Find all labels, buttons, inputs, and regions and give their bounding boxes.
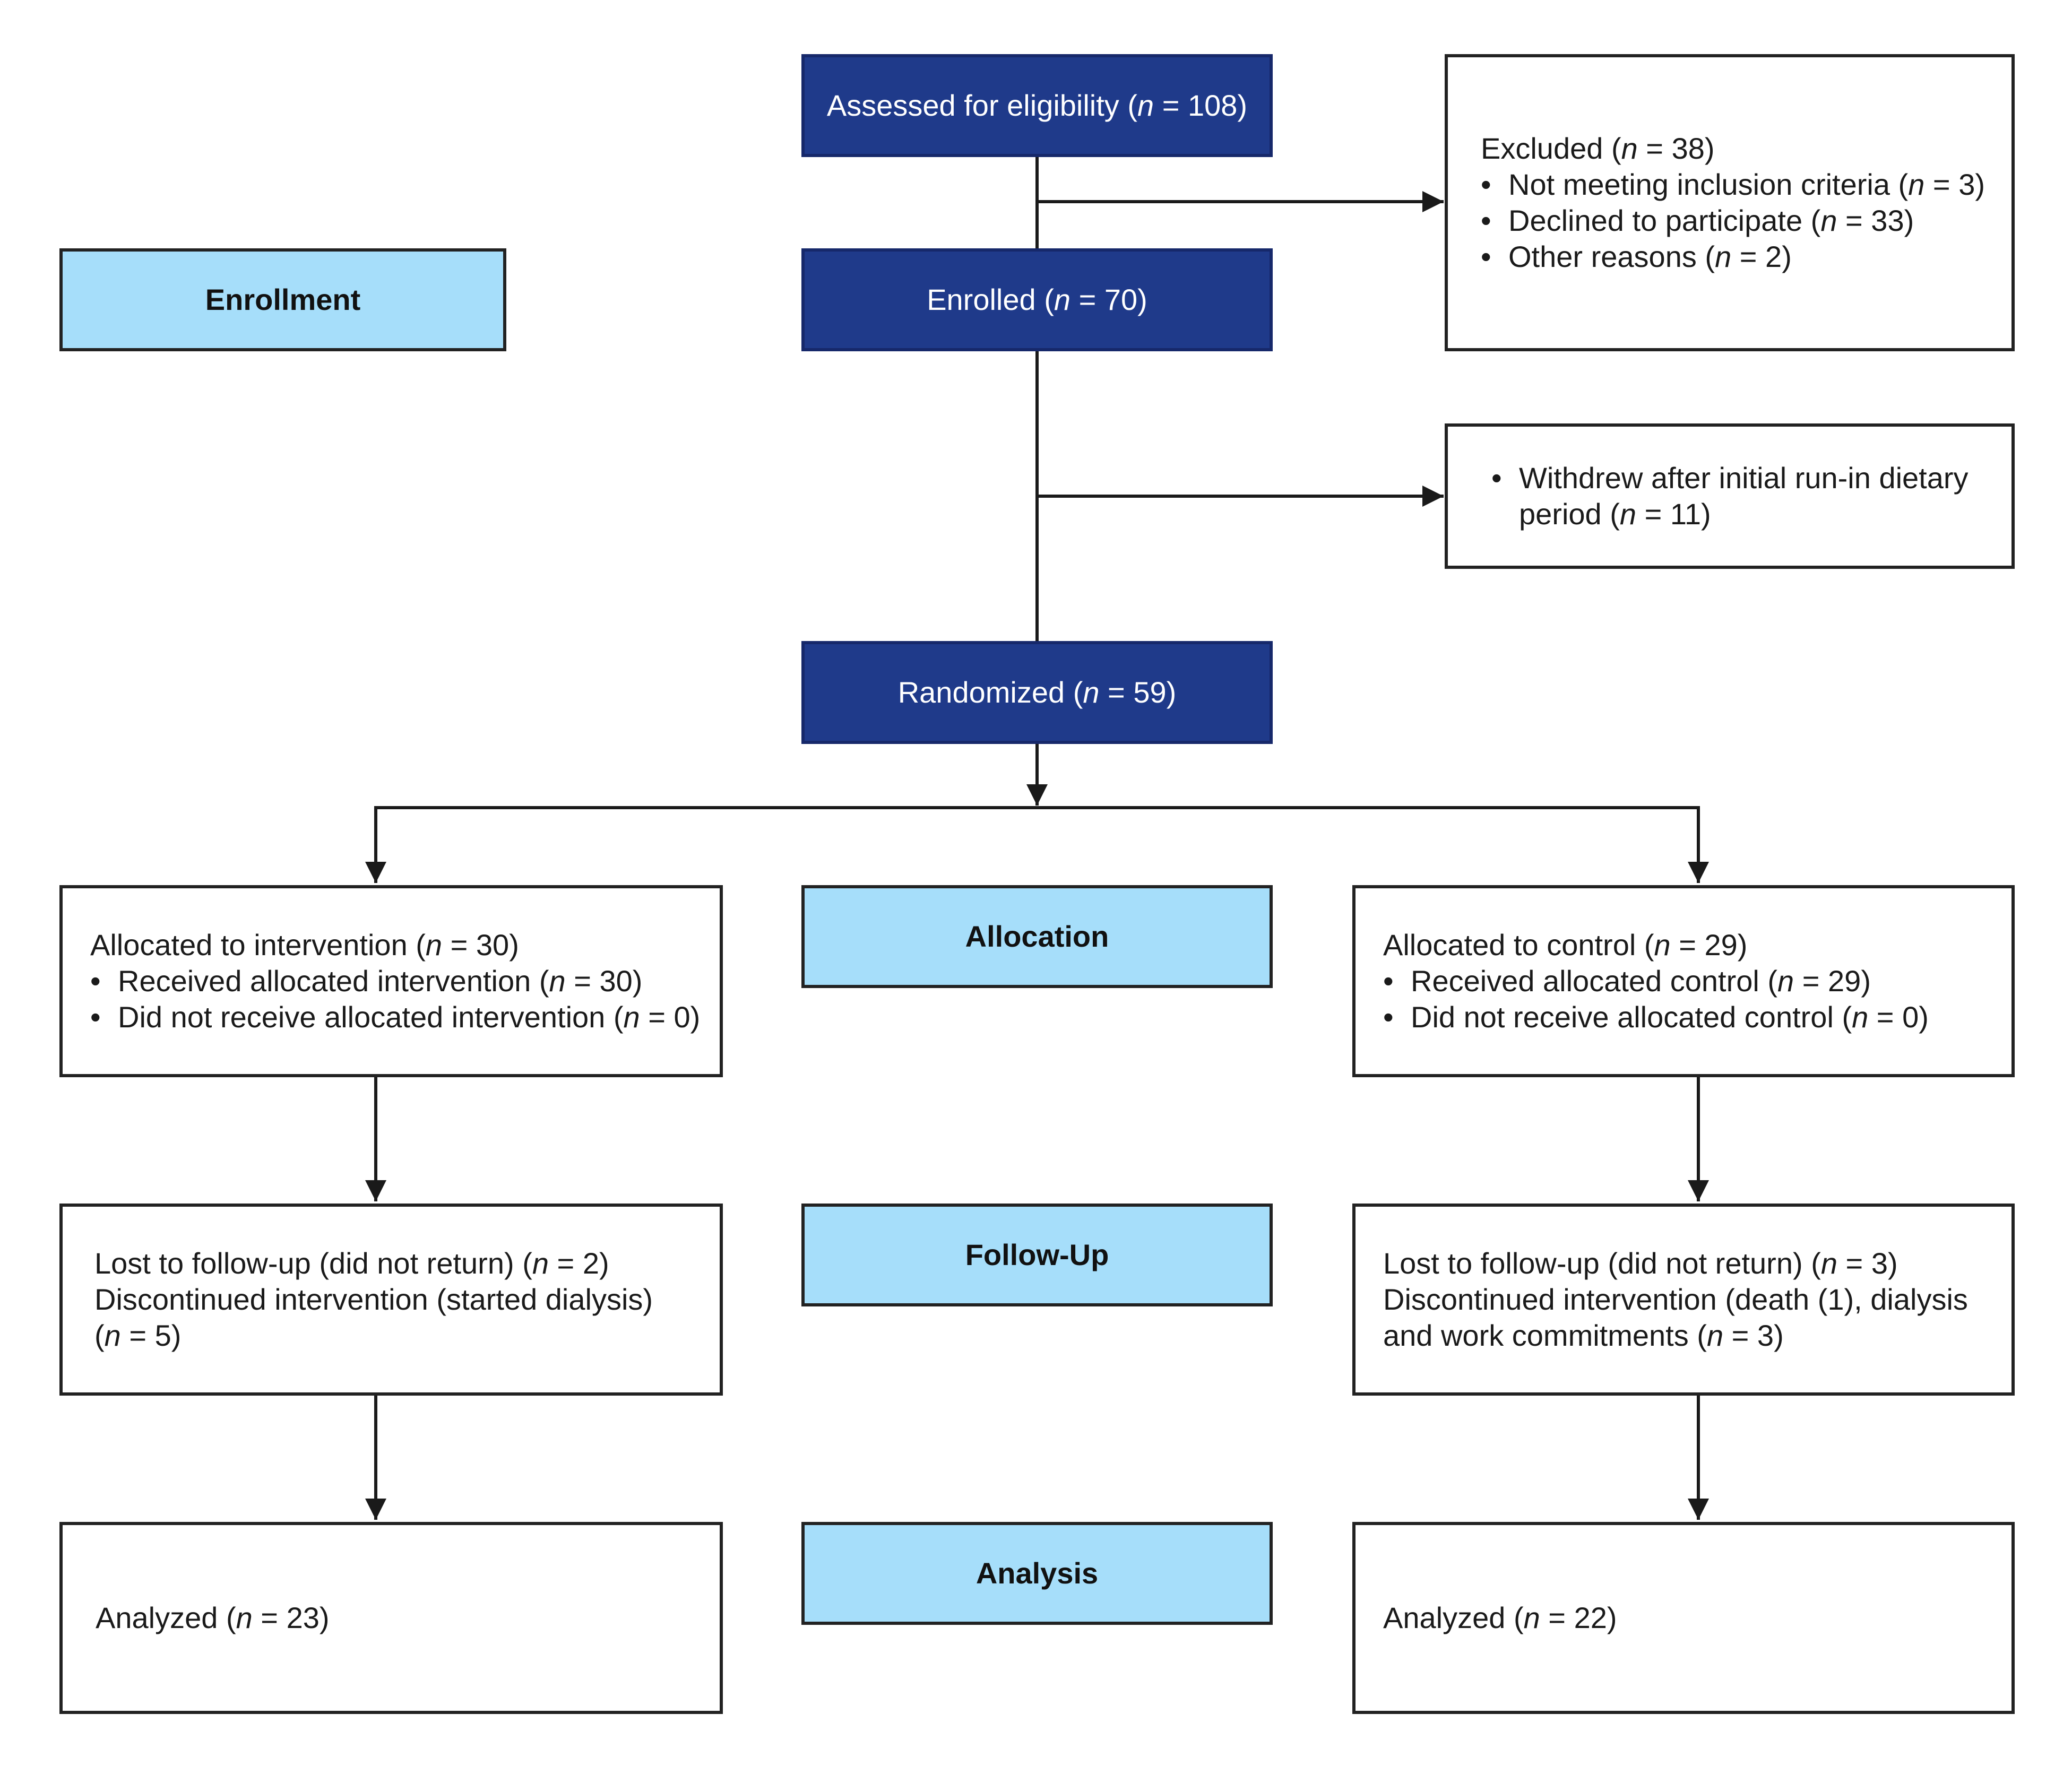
control-allocated-item-label: Received allocated control (n = 29)	[1411, 964, 1871, 998]
excluded-item: • Other reasons (n = 2)	[1481, 239, 1990, 275]
withdrew-line-2: period (n = 11)	[1519, 497, 1711, 531]
control-allocated-heading: Allocated to control (n = 29)	[1383, 928, 1748, 962]
intervention-followup-line: (n = 5)	[94, 1319, 182, 1352]
excluded-box: Excluded (n = 38) • Not meeting inclusio…	[1445, 54, 2015, 351]
excluded-item-label: Not meeting inclusion criteria (n = 3)	[1508, 168, 1985, 201]
control-analyzed-label: Analyzed (n = 22)	[1383, 1601, 1617, 1634]
stage-follow-up: Follow-Up	[801, 1204, 1273, 1306]
stage-allocation: Allocation	[801, 885, 1273, 988]
enrolled-box: Enrolled (n = 70)	[801, 248, 1273, 351]
control-allocated-item: • Did not receive allocated control (n =…	[1383, 999, 1990, 1035]
control-allocated-item: • Received allocated control (n = 29)	[1383, 963, 1990, 999]
excluded-heading: Excluded (n = 38)	[1481, 132, 1715, 165]
bullet-dot: •	[1491, 461, 1502, 495]
bullet-dot: •	[1481, 240, 1491, 273]
excluded-item-label: Declined to participate (n = 33)	[1508, 204, 1914, 237]
intervention-allocated-item: • Did not receive allocated intervention…	[90, 999, 701, 1035]
randomized-label: Randomized (n = 59)	[897, 676, 1177, 709]
bullet-dot: •	[90, 964, 101, 998]
excluded-item-label: Other reasons (n = 2)	[1508, 240, 1792, 273]
bullet-dot: •	[1383, 1000, 1394, 1034]
stage-analysis-label: Analysis	[975, 1556, 1099, 1590]
bullet-dot: •	[1481, 168, 1491, 201]
assessed-label: Assessed for eligibility (n = 108)	[826, 89, 1248, 122]
randomized-box: Randomized (n = 59)	[801, 641, 1273, 744]
bullet-dot: •	[90, 1000, 101, 1034]
withdrew-item: • Withdrew after initial run-in dietary …	[1491, 460, 1990, 532]
intervention-followup-line: Discontinued intervention (started dialy…	[94, 1283, 653, 1316]
enrolled-label: Enrolled (n = 70)	[927, 283, 1147, 316]
intervention-allocated-item-label: Received allocated intervention (n = 30)	[118, 964, 643, 998]
stage-follow-up-label: Follow-Up	[965, 1238, 1109, 1271]
stage-allocation-label: Allocation	[965, 920, 1109, 953]
control-followup-line: Discontinued intervention (death (1), di…	[1383, 1283, 1968, 1316]
bullet-dot: •	[1481, 204, 1491, 237]
withdrew-box: • Withdrew after initial run-in dietary …	[1445, 423, 2015, 569]
assessed-box: Assessed for eligibility (n = 108)	[801, 54, 1273, 157]
control-analysis-box: Analyzed (n = 22)	[1352, 1522, 2015, 1714]
control-followup-line: and work commitments (n = 3)	[1383, 1319, 1784, 1352]
intervention-allocated-heading: Allocated to intervention (n = 30)	[90, 928, 519, 962]
stage-analysis: Analysis	[801, 1522, 1273, 1625]
intervention-analyzed-label: Analyzed (n = 23)	[96, 1601, 330, 1634]
intervention-followup-line: Lost to follow-up (did not return) (n = …	[94, 1246, 609, 1280]
control-allocated-item-label: Did not receive allocated control (n = 0…	[1411, 1000, 1929, 1034]
intervention-analysis-box: Analyzed (n = 23)	[59, 1522, 723, 1714]
control-followup-box: Lost to follow-up (did not return) (n = …	[1352, 1204, 2015, 1396]
bullet-dot: •	[1383, 964, 1394, 998]
control-allocated-box: Allocated to control (n = 29) • Received…	[1352, 885, 2015, 1077]
excluded-item: • Not meeting inclusion criteria (n = 3)	[1481, 167, 1990, 203]
stage-enrollment: Enrollment	[59, 248, 506, 351]
excluded-item: • Declined to participate (n = 33)	[1481, 203, 1990, 239]
intervention-allocated-item: • Received allocated intervention (n = 3…	[90, 963, 698, 999]
intervention-followup-box: Lost to follow-up (did not return) (n = …	[59, 1204, 723, 1396]
withdrew-line-1: Withdrew after initial run-in dietary	[1519, 461, 1969, 495]
stage-enrollment-label: Enrollment	[205, 283, 361, 316]
control-followup-line: Lost to follow-up (did not return) (n = …	[1383, 1246, 1898, 1280]
intervention-allocated-item-label: Did not receive allocated intervention (…	[118, 1000, 701, 1034]
intervention-allocated-box: Allocated to intervention (n = 30) • Rec…	[59, 885, 723, 1077]
